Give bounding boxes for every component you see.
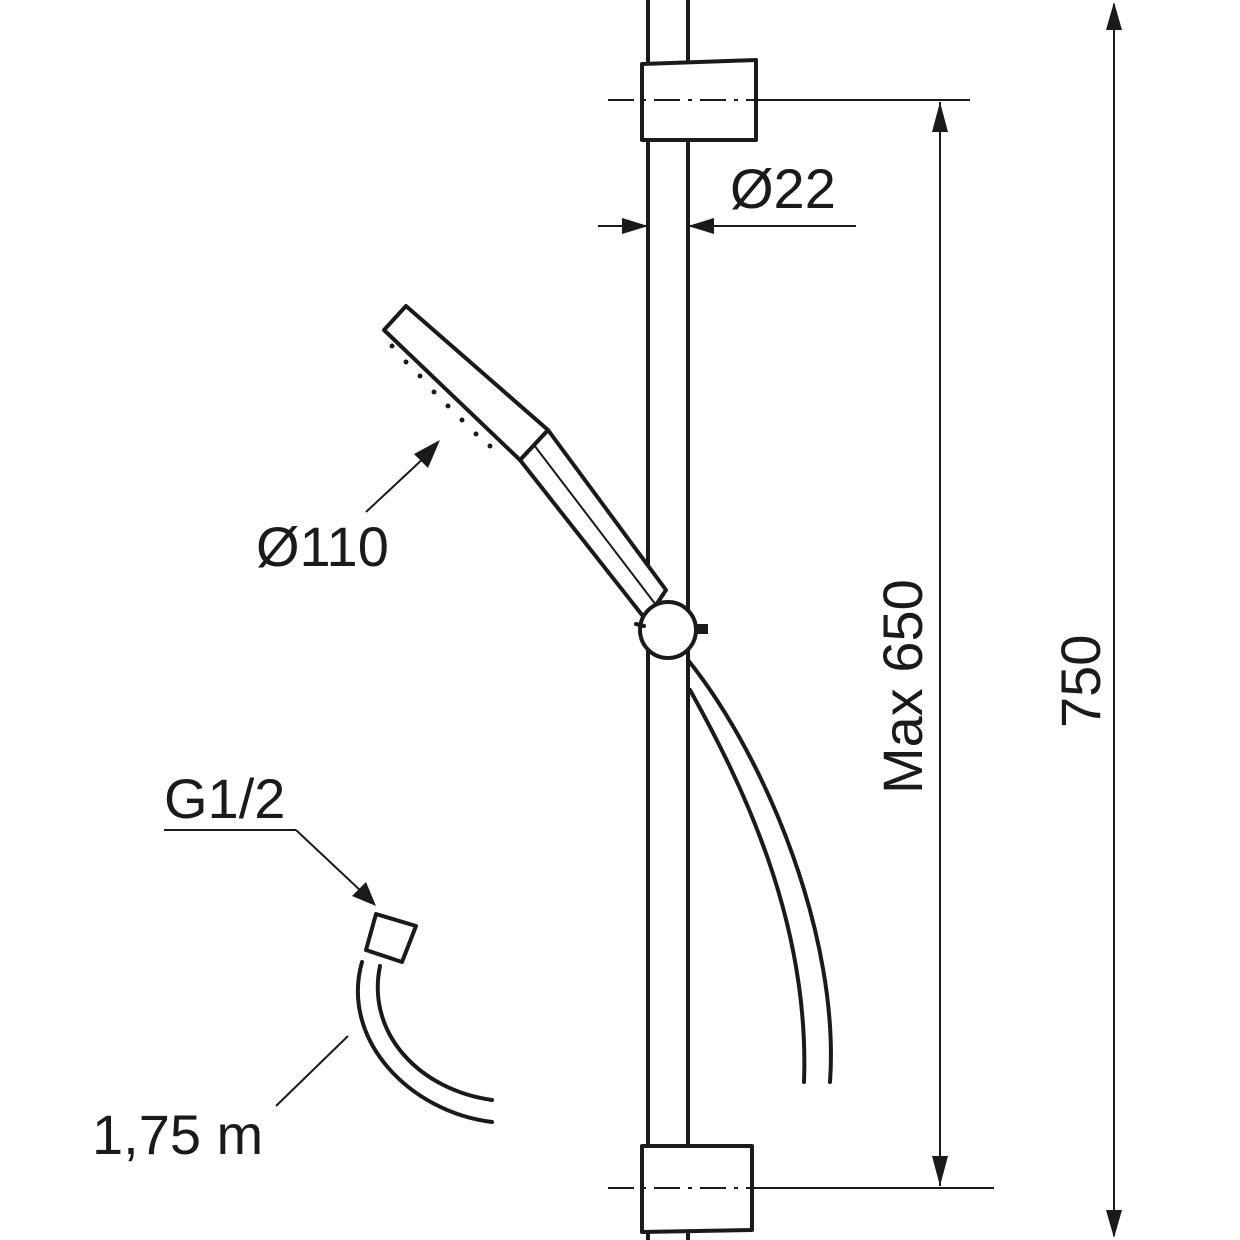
thread-leader [164, 829, 376, 906]
hose-length-label: 1,75 m [92, 1103, 263, 1166]
hand-shower [382, 304, 668, 622]
head-diameter-leader [365, 440, 440, 513]
hose-length-leader [275, 1035, 349, 1107]
top-wall-bracket [608, 58, 760, 142]
head-diameter-label: Ø110 [256, 515, 389, 578]
max-distance-label: Max 650 [871, 579, 934, 794]
bottom-wall-bracket [608, 1144, 760, 1234]
slider-knob [634, 600, 708, 660]
spray-nozzles [389, 343, 493, 449]
total-length-dimension [1106, 2, 1122, 1238]
shower-hose [686, 658, 833, 1084]
rail-diameter-label: Ø22 [730, 157, 836, 220]
max-distance-dimension [760, 99, 994, 1189]
total-length-label: 750 [1049, 635, 1112, 728]
loose-hose [355, 912, 494, 1124]
thread-label: G1/2 [164, 767, 285, 830]
rail-diameter-dimension [598, 218, 856, 234]
